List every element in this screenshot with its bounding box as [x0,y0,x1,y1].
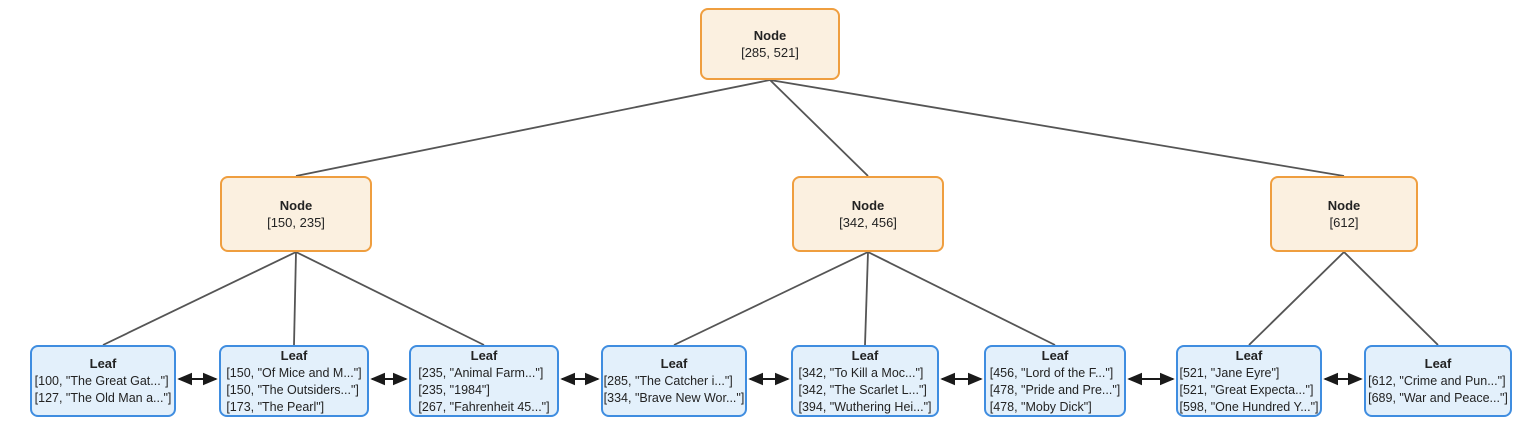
leaf-entry: [235, "1984"] [418,382,490,397]
leaf-entry: [521, "Jane Eyre"] [1179,365,1280,380]
leaf-entry: [689, "War and Peace..."] [1368,391,1508,405]
leaf-entry: [127, "The Old Man a..."] [34,391,172,405]
leaf-entry-list: [612, "Crime and Pun..."] [689, "War and … [1368,373,1508,407]
leaf-entry-list: [342, "To Kill a Moc..."] [342, "The Scar… [798,365,931,416]
leaf-title: Leaf [1424,356,1452,371]
tree-node-leaf-5[interactable]: Leaf [456, "Lord of the F..."] [478, "Prid… [984,345,1126,417]
leaf-title: Leaf [470,347,498,363]
leaf-entry: [612, "Crime and Pun..."] [1368,374,1506,388]
leaf-entry: [478, "Pride and Pre..."] [989,382,1121,397]
tree-node-internal-1[interactable]: Node[342, 456] [792,176,944,252]
tree-node-leaf-0[interactable]: Leaf [100, "The Great Gat..."] [127, "The … [30,345,176,417]
leaf-entry-list: [456, "Lord of the F..."] [478, "Pride an… [990,365,1120,416]
leaf-entry: [150, "The Outsiders..."] [226,382,359,397]
leaf-entry: [285, "The Catcher i..."] [603,374,733,388]
tree-node-leaf-1[interactable]: Leaf [150, "Of Mice and M..."] [150, "The … [219,345,369,417]
tree-node-leaf-6[interactable]: Leaf [521, "Jane Eyre"] [521, "Great Expec… [1176,345,1322,417]
node-keys: [612] [1329,214,1359,230]
tree-node-leaf-2[interactable]: Leaf [235, "Animal Farm..."] [235, "1984"]… [409,345,559,417]
leaf-entry: [150, "Of Mice and M..."] [226,365,362,380]
tree-node-internal-2[interactable]: Node[612] [1270,176,1418,252]
tree-edge [864,251,869,346]
leaf-entry: [173, "The Pearl"] [226,399,325,414]
leaf-title: Leaf [851,347,879,363]
leaf-entry: [394, "Wuthering Hei..."] [798,399,932,414]
node-keys: [285, 521] [741,44,799,60]
leaf-title: Leaf [280,347,308,363]
tree-edge [867,251,1056,346]
tree-edge [295,79,771,177]
leaf-entry: [342, "The Scarlet L..."] [798,382,927,397]
leaf-entry: [342, "To Kill a Moc..."] [798,365,924,380]
tree-node-leaf-4[interactable]: Leaf [342, "To Kill a Moc..."] [342, "The … [791,345,939,417]
leaf-entry: [478, "Moby Dick"] [989,399,1092,414]
leaf-entry: [456, "Lord of the F..."] [989,365,1114,380]
tree-node-root[interactable]: Node[285, 521] [700,8,840,80]
tree-node-leaf-7[interactable]: Leaf [612, "Crime and Pun..."] [689, "War … [1364,345,1512,417]
leaf-entry: [235, "Animal Farm..."] [418,365,544,380]
leaf-entry-list: [285, "The Catcher i..."] [334, "Brave Ne… [604,373,745,407]
leaf-title: Leaf [89,356,117,371]
leaf-title: Leaf [1041,347,1069,363]
tree-edge [1343,251,1439,346]
tree-edge [769,79,869,177]
tree-node-leaf-3[interactable]: Leaf [285, "The Catcher i..."] [334, "Brav… [601,345,747,417]
tree-edge [1248,251,1345,346]
tree-edge [295,251,485,346]
leaf-title: Leaf [1235,347,1263,363]
tree-edge [102,251,297,346]
leaf-entry: [334, "Brave New Wor..."] [603,391,745,405]
leaf-entry: [267, "Fahrenheit 45..."] [418,399,550,414]
node-title: Node [851,197,885,213]
node-title: Node [1327,197,1361,213]
leaf-entry-list: [100, "The Great Gat..."] [127, "The Old … [35,373,172,407]
leaf-entry: [598, "One Hundred Y..."] [1179,399,1319,414]
leaf-title: Leaf [660,356,688,371]
tree-edge [673,251,869,346]
leaf-entry-list: [521, "Jane Eyre"] [521, "Great Expecta..… [1179,365,1318,416]
node-keys: [150, 235] [267,214,325,230]
node-title: Node [279,197,313,213]
node-keys: [342, 456] [839,214,897,230]
tree-node-internal-0[interactable]: Node[150, 235] [220,176,372,252]
tree-edge [769,79,1345,177]
leaf-entry: [100, "The Great Gat..."] [34,374,169,388]
leaf-entry-list: [235, "Animal Farm..."] [235, "1984"] [267… [418,365,549,416]
leaf-entry: [521, "Great Expecta..."] [1179,382,1314,397]
node-title: Node [753,27,787,43]
tree-edge [293,251,297,346]
leaf-entry-list: [150, "Of Mice and M..."] [150, "The Outs… [226,365,361,416]
